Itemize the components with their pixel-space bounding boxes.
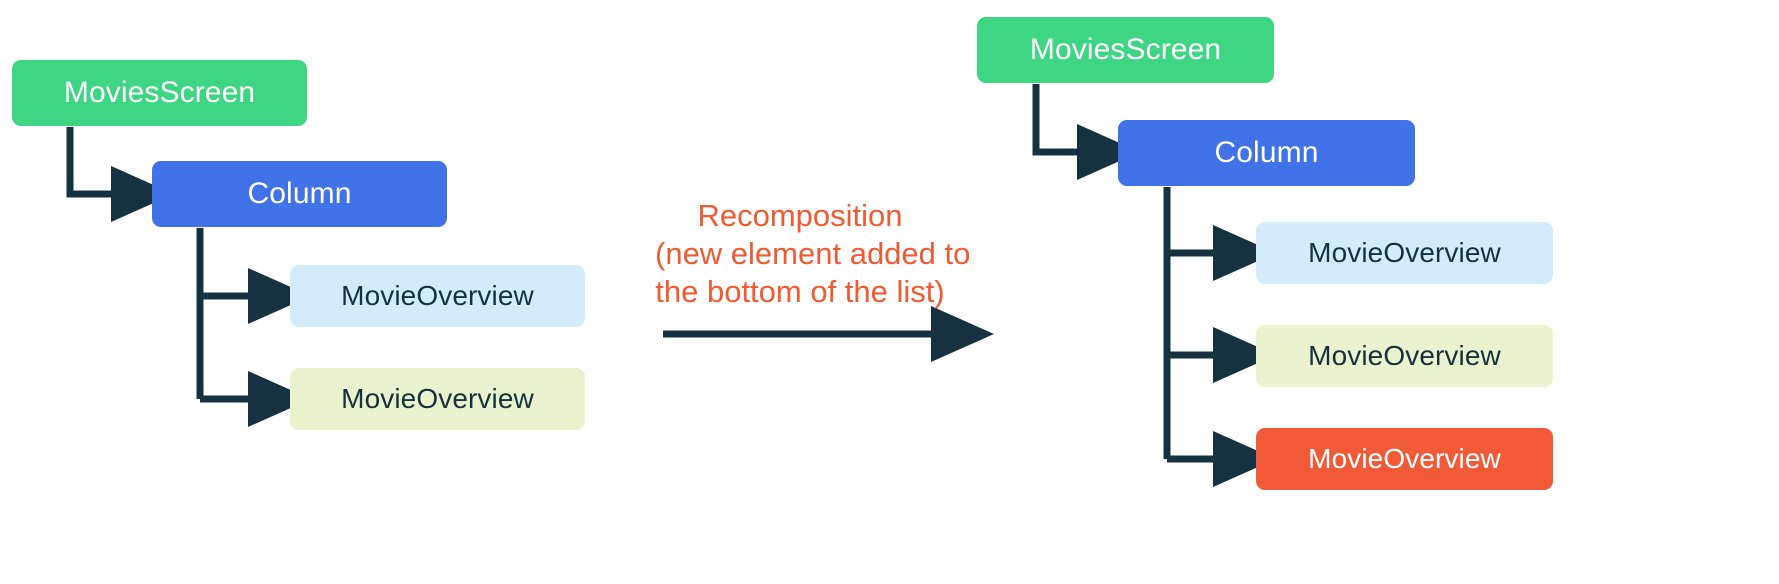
- wire-column-trunk-left: [196, 228, 311, 427]
- after-node-movie-overview-1[interactable]: MovieOverview: [1256, 222, 1553, 284]
- before-node-movie-overview-2[interactable]: MovieOverview: [290, 368, 585, 430]
- transition-caption-line-1: Recomposition: [697, 198, 903, 233]
- transition-caption-line-2: (new element added to: [655, 235, 971, 271]
- wire-screen-to-column-left: [66, 127, 174, 222]
- after-node-movie-overview-3-new[interactable]: MovieOverview: [1256, 428, 1553, 490]
- wire-column-trunk-right: [1163, 187, 1276, 487]
- transition-caption: Recomposition (new element added to the …: [655, 197, 971, 310]
- before-node-column[interactable]: Column: [152, 161, 447, 227]
- before-node-movies-screen[interactable]: MoviesScreen: [12, 60, 307, 126]
- wire-screen-to-column-right: [1032, 84, 1140, 180]
- after-node-movie-overview-2[interactable]: MovieOverview: [1256, 325, 1553, 387]
- before-node-movie-overview-1[interactable]: MovieOverview: [290, 265, 585, 327]
- after-node-movies-screen[interactable]: MoviesScreen: [977, 17, 1274, 83]
- after-node-column[interactable]: Column: [1118, 120, 1415, 186]
- transition-caption-line-3: the bottom of the list): [655, 273, 945, 309]
